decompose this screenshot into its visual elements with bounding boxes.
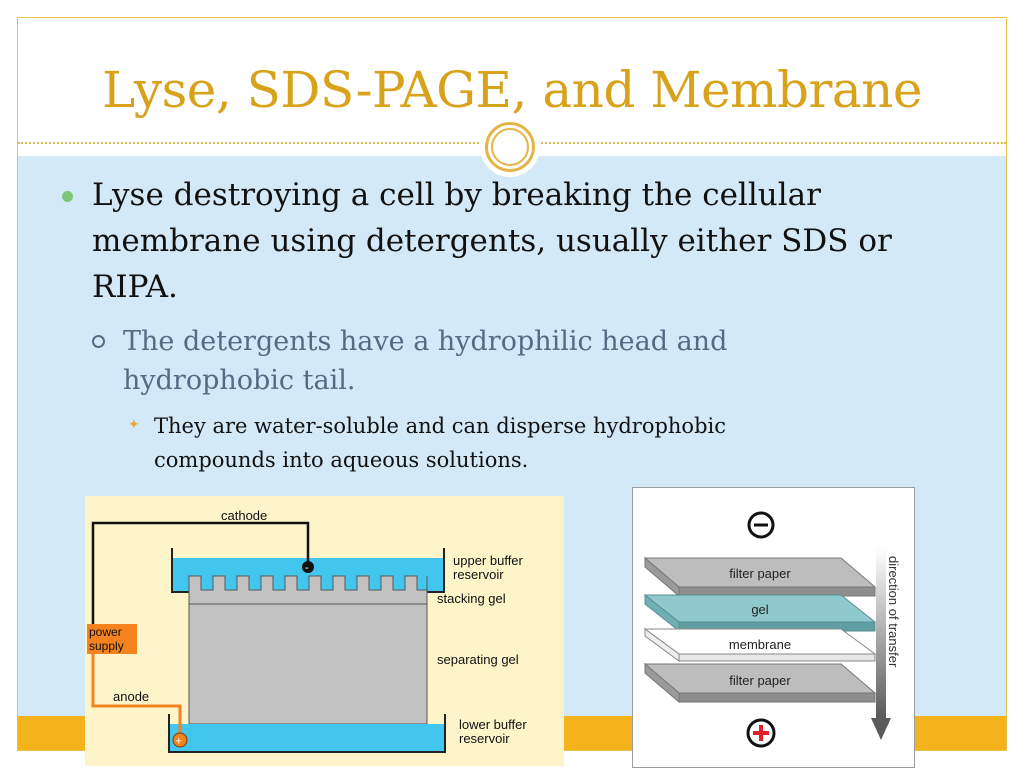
power-supply-box (87, 624, 137, 654)
minus-sign: - (305, 562, 309, 574)
plus-sign: + (176, 736, 182, 748)
transfer-svg: filter paper gel membrane filter paper d… (643, 511, 901, 748)
lower-buffer-reservoir (169, 724, 445, 752)
bullet-level-1-text: Lyse destroying a cell by breaking the c… (92, 177, 892, 305)
transfer-diagram: filter paper gel membrane filter paper d… (632, 487, 915, 768)
lower-reservoir-wall (168, 714, 446, 753)
filter-paper-label-1: filter paper (729, 566, 791, 581)
gel-layer-label: gel (751, 602, 768, 617)
direction-arrow-shaft (876, 548, 886, 718)
direction-arrow-head-icon (871, 718, 891, 740)
bullet-level-3: ✦ They are water-soluble and can dispers… (128, 409, 848, 477)
filter-paper-label-2: filter paper (729, 673, 791, 688)
membrane-label: membrane (729, 637, 791, 652)
upper-buffer-label-2: reservoir (453, 567, 504, 582)
cathode-label: cathode (221, 508, 267, 523)
power-supply-label-1: power (89, 625, 122, 639)
slide-title: Lyse, SDS-PAGE, and Membrane (102, 61, 922, 119)
separating-gel-label: separating gel (437, 652, 519, 667)
stacking-gel-label: stacking gel (437, 591, 506, 606)
anode-label: anode (113, 689, 149, 704)
direction-label: direction of transfer (886, 556, 901, 668)
bullet-level-2-text: The detergents have a hydrophilic head a… (123, 326, 728, 396)
lower-buffer-label-1: lower buffer (459, 717, 527, 732)
bullet-ring-icon (92, 335, 105, 348)
bullet-dot-icon (62, 191, 73, 202)
anode-electrode-icon (172, 732, 188, 748)
bullet-level-1: Lyse destroying a cell by breaking the c… (62, 172, 962, 310)
cathode-wire (91, 521, 310, 624)
upper-buffer-label-1: upper buffer (453, 553, 524, 568)
plus-circle-icon (746, 718, 776, 748)
power-supply-label-2: supply (89, 639, 124, 653)
bullet-star-icon: ✦ (128, 417, 140, 433)
sds-page-svg: power supply - + cathode anode upper buf… (87, 508, 527, 753)
sds-page-diagram: power supply - + cathode anode upper buf… (85, 496, 564, 766)
anode-wire (91, 650, 182, 738)
gel-body (188, 575, 428, 725)
cathode-electrode-icon (302, 561, 314, 573)
bullet-level-3-text: They are water-soluble and can disperse … (154, 414, 726, 472)
bullet-level-2: The detergents have a hydrophilic head a… (92, 322, 812, 400)
ornament-ring-inner (491, 128, 529, 166)
minus-circle-icon (747, 511, 775, 539)
lower-buffer-label-2: reservoir (459, 731, 510, 746)
